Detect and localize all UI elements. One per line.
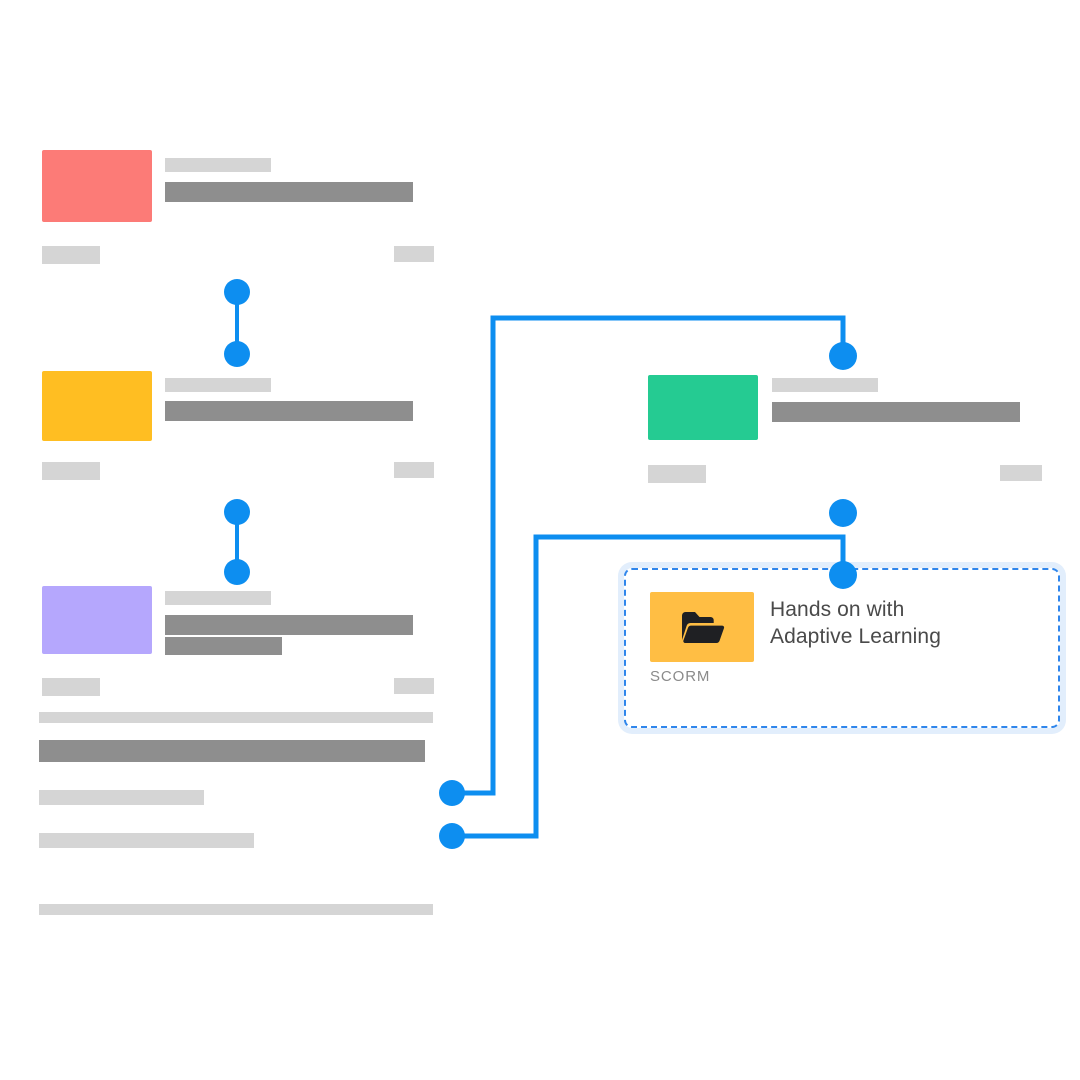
dot-target-green[interactable] [829,342,857,370]
drop-target-card[interactable]: Hands on with Adaptive Learning SCORM [624,568,1060,728]
placeholder-meta [42,462,100,480]
placeholder-bar [39,712,433,723]
placeholder-meta [394,678,434,694]
placeholder-bar [165,401,413,421]
open-folder-icon [682,612,725,644]
dot-target-floating[interactable] [829,499,857,527]
placeholder-meta [394,246,434,262]
thumbnail-purple[interactable] [42,586,152,654]
thumbnail-red[interactable] [42,150,152,222]
placeholder-bar [39,790,204,805]
drop-card-type-label: SCORM [650,668,711,685]
placeholder-meta [1000,465,1042,481]
placeholder-meta [42,246,100,264]
placeholder-bar [772,402,1020,422]
placeholder-bar [772,378,878,392]
placeholder-bar [165,182,413,202]
placeholder-bar [39,833,254,848]
thumbnail-amber[interactable] [42,371,152,441]
drop-card-thumbnail [650,592,754,662]
placeholder-meta [394,462,434,478]
drop-card-title: Hands on with Adaptive Learning [770,598,941,648]
placeholder-bar [165,591,271,605]
dot-source-upper[interactable] [439,780,465,806]
placeholder-bar [165,637,282,655]
dot-left-handle-upper[interactable] [224,279,250,305]
dot-source-lower[interactable] [439,823,465,849]
dot-left-handle-upper-2[interactable] [224,499,250,525]
placeholder-bar [39,904,433,915]
thumbnail-green[interactable] [648,375,758,440]
placeholder-bar [165,158,271,172]
placeholder-meta [648,465,706,483]
placeholder-bar [39,740,425,762]
dot-left-handle-lower[interactable] [224,341,250,367]
dot-left-handle-lower-2[interactable] [224,559,250,585]
placeholder-bar [165,378,271,392]
dot-target-card[interactable] [829,561,857,589]
placeholder-bar [165,615,413,635]
placeholder-meta [42,678,100,696]
